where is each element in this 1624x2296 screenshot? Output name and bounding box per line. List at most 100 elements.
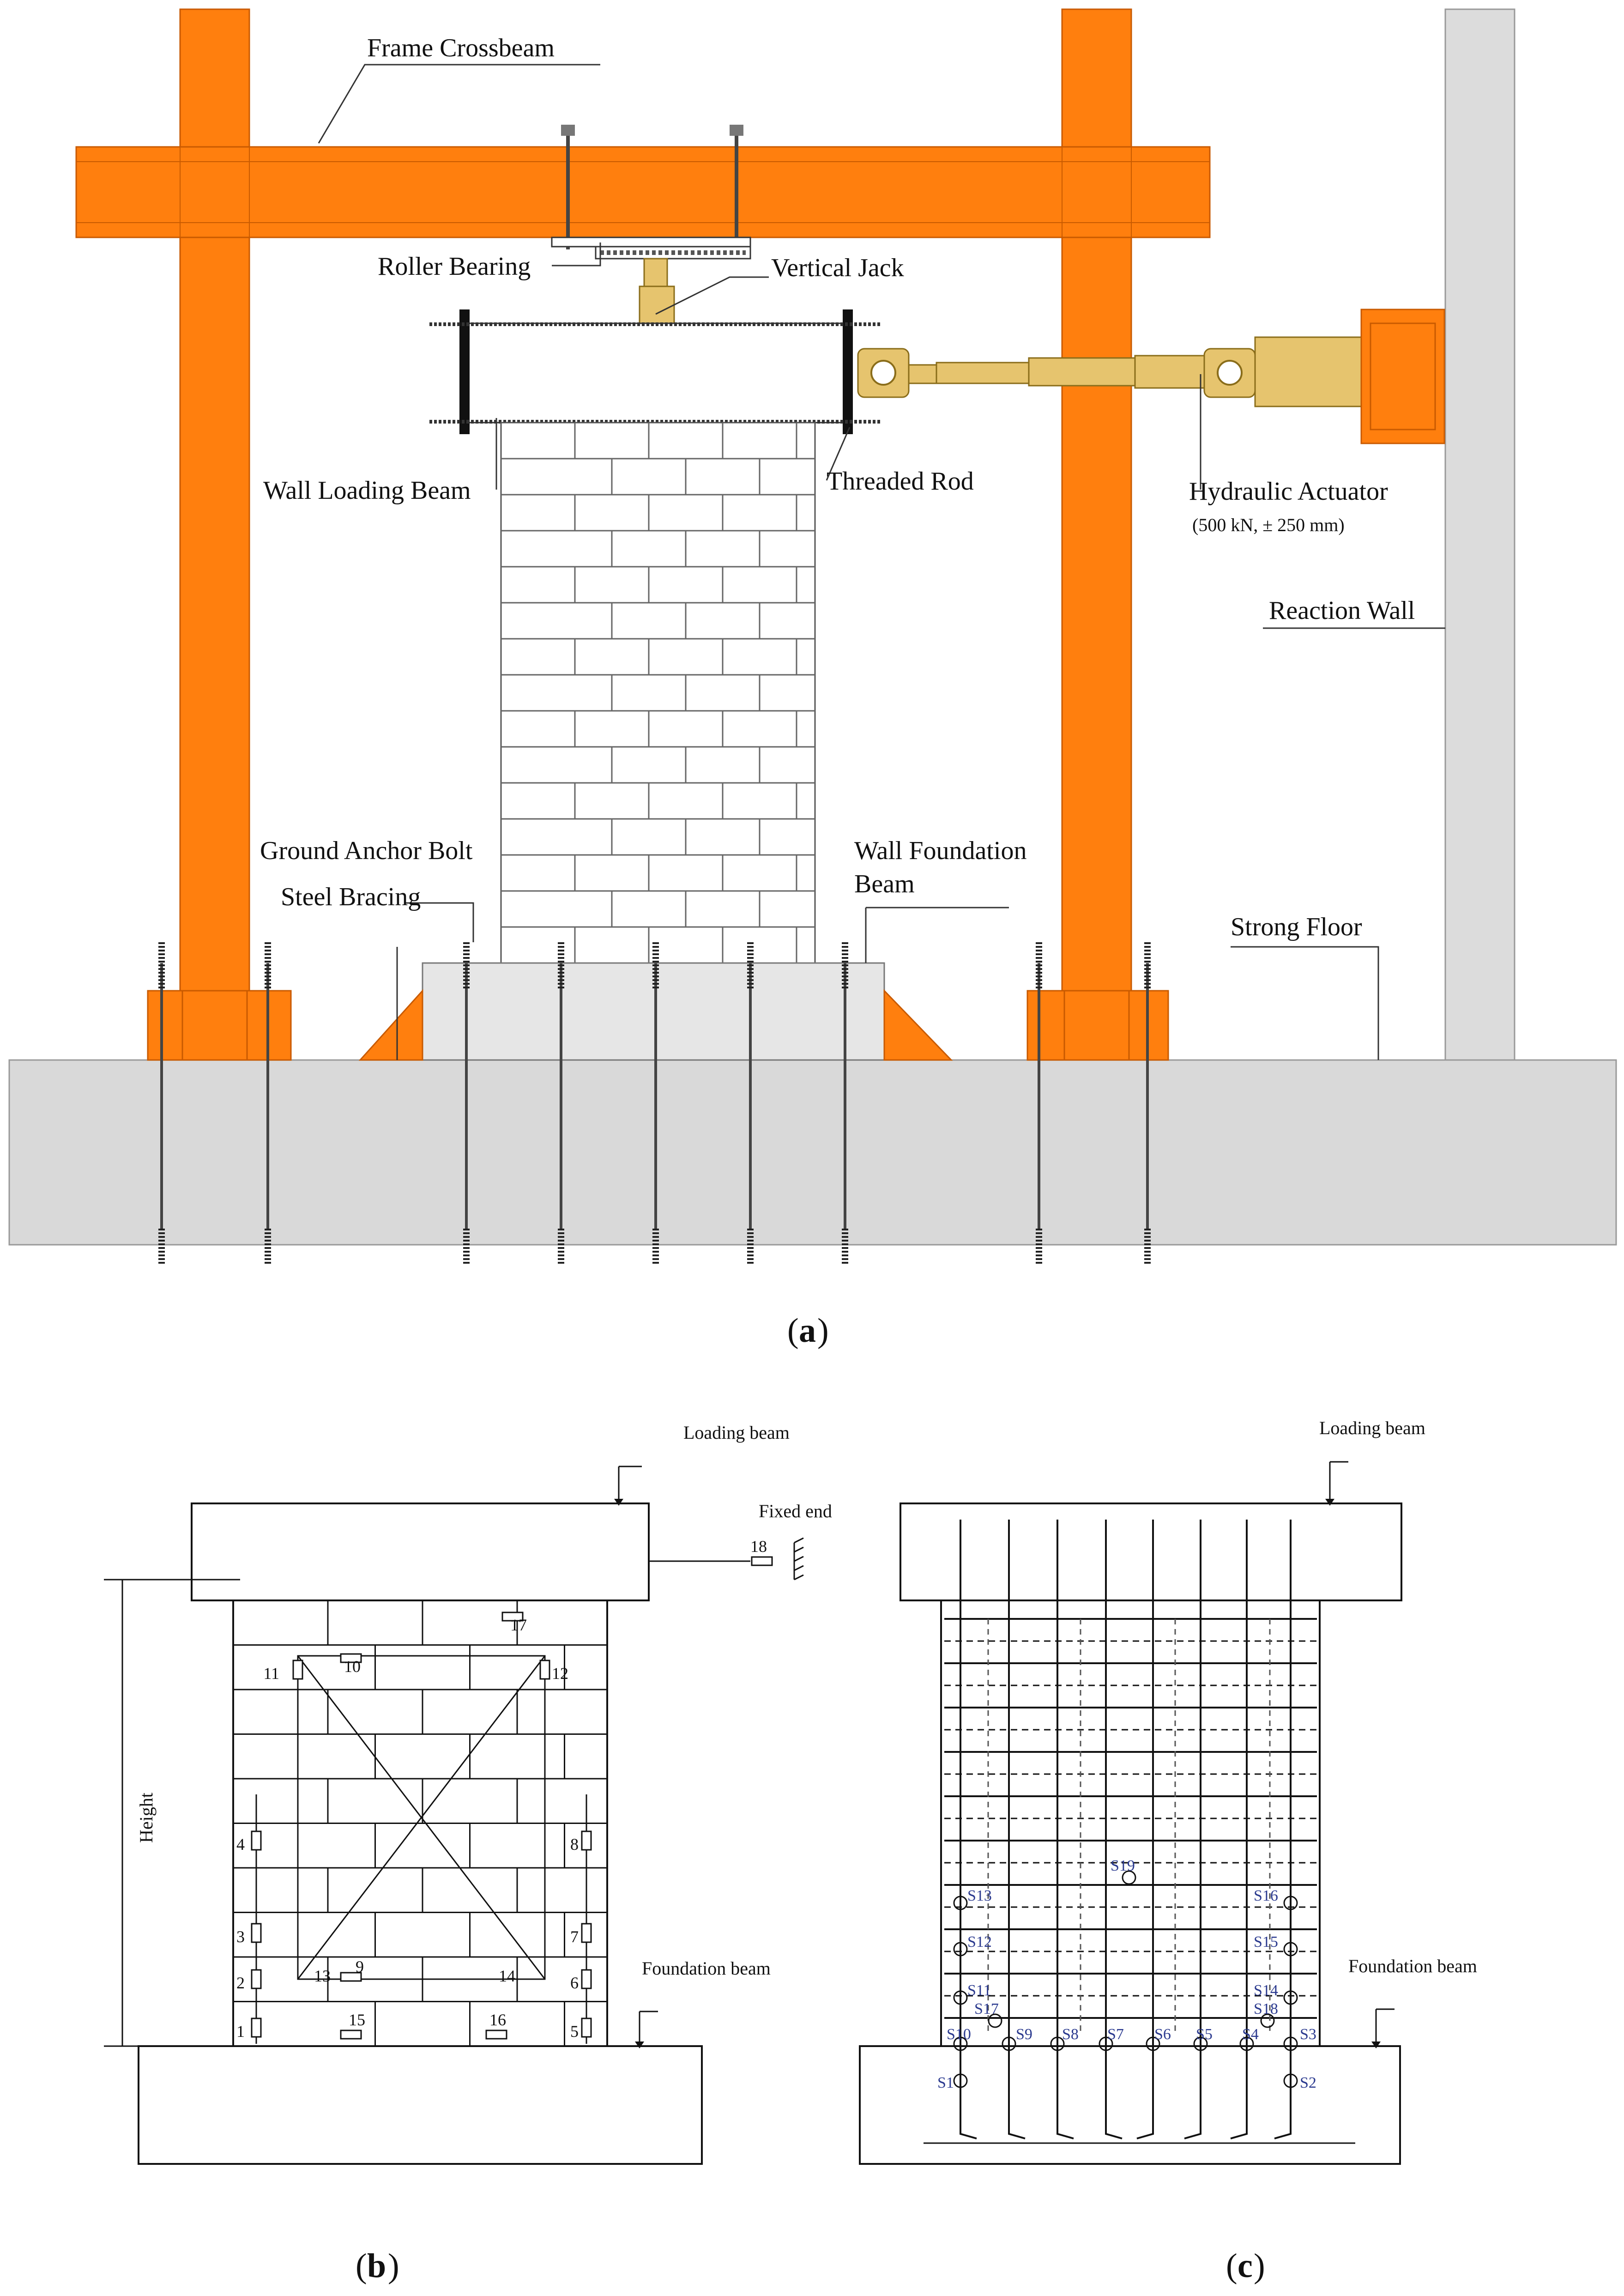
- strain-gauge: [1193, 2036, 1208, 2051]
- longitudinal-rebar: [1184, 1520, 1201, 2139]
- gauge-label: S18: [1254, 2000, 1278, 2017]
- wall-foundation-beam: [422, 962, 885, 1061]
- displacement-sensor: [292, 1660, 303, 1680]
- longitudinal-rebar: [1057, 1520, 1074, 2139]
- gauge-label: S19: [1111, 1857, 1135, 1874]
- sensor-label: 18: [750, 1537, 767, 1556]
- longitudinal-rebar: [1105, 1520, 1123, 2139]
- longitudinal-rebar: [1274, 1520, 1292, 2139]
- label-ground-anchor-bolt: Ground Anchor Bolt: [260, 836, 473, 865]
- caption-c-close: ): [1254, 2247, 1265, 2285]
- diagonal-gauges: [297, 1655, 546, 1980]
- sensor-label: 8: [570, 1835, 579, 1854]
- gauge-label: S3: [1300, 2026, 1316, 2043]
- roller-bearing: [551, 236, 751, 260]
- arrow-foundation-b: [635, 2042, 644, 2048]
- sensor-label: 14: [499, 1967, 515, 1985]
- label-wall-loading-beam: Wall Loading Beam: [263, 476, 471, 505]
- caption-c: c: [1238, 2247, 1253, 2285]
- displacement-sensor: [501, 1611, 524, 1622]
- displacement-sensor: [340, 1653, 362, 1663]
- longitudinal-rebar: [960, 1520, 977, 2139]
- leader-lines: [318, 64, 1445, 1060]
- gauge-label: S15: [1254, 1933, 1278, 1951]
- caption-b-open: (: [356, 2247, 367, 2285]
- sensor-label: 7: [570, 1927, 579, 1946]
- sensor-label: 11: [263, 1664, 279, 1683]
- label-foundation-beam-c: Foundation beam: [1348, 1956, 1477, 1976]
- leaders-b: [104, 1466, 795, 2047]
- label-frame-crossbeam: Frame Crossbeam: [367, 34, 555, 62]
- sensor-label: 5: [570, 2022, 579, 2041]
- reaction-wall: [1444, 8, 1515, 1061]
- label-wall-foundation-beam-2: Beam: [854, 870, 915, 898]
- strain-gauge: [1283, 2036, 1298, 2051]
- gauge-label: S6: [1154, 2026, 1171, 2043]
- strain-gauge: [1239, 2036, 1254, 2051]
- strain-gauge: [1050, 2036, 1065, 2051]
- label-height: Height: [136, 1793, 157, 1843]
- caption-b: b: [367, 2247, 386, 2285]
- displacement-sensor: [581, 1969, 592, 1989]
- sensor-label: 6: [570, 1974, 579, 1992]
- reinforcement-grid: [924, 1520, 1355, 2144]
- gauge-label: S17: [974, 2000, 999, 2017]
- longitudinal-rebar: [1230, 1520, 1248, 2139]
- label-loading-beam-c: Loading beam: [1319, 1418, 1425, 1438]
- strain-gauge: [953, 1896, 968, 1910]
- sensor-label: 13: [314, 1967, 331, 1985]
- arrow-foundation-c: [1371, 2042, 1381, 2048]
- foundation-beam-c: [859, 2045, 1401, 2165]
- gauge-label: S12: [967, 1933, 992, 1951]
- label-steel-bracing: Steel Bracing: [281, 883, 421, 911]
- longitudinal-rebar: [1008, 1520, 1026, 2139]
- displacement-sensor: [340, 1972, 362, 1982]
- steel-bracing: [358, 989, 953, 1061]
- gauge-label: S10: [947, 2026, 971, 2043]
- caption-a: a: [799, 1312, 816, 1350]
- displacement-sensor: [581, 2017, 592, 2038]
- displacement-sensor: [581, 1830, 592, 1851]
- label-strong-floor: Strong Floor: [1231, 913, 1362, 941]
- strain-gauge: [953, 1990, 968, 2005]
- displacement-sensor: [485, 2029, 507, 2040]
- sensor-label: 12: [552, 1664, 568, 1683]
- leaders-c: [1329, 1461, 1395, 2046]
- label-hydraulic-actuator: Hydraulic Actuator: [1189, 477, 1388, 506]
- caption-a-close: ): [817, 1312, 829, 1350]
- gauge-label: S2: [1300, 2074, 1316, 2091]
- label-loading-beam-b: Loading beam: [683, 1422, 790, 1443]
- sensor-label: 17: [510, 1616, 527, 1634]
- gauge-label: S14: [1254, 1982, 1278, 1999]
- gauge-label: S7: [1107, 2026, 1124, 2043]
- strain-gauge: [953, 2036, 968, 2051]
- displacement-sensor: [581, 1923, 592, 1943]
- strong-floor: [8, 1059, 1617, 1246]
- sensor-label: 16: [489, 2011, 506, 2029]
- sensor-label: 3: [236, 1927, 245, 1946]
- strain-gauge: [1146, 2036, 1160, 2051]
- wall-c: [940, 1599, 1321, 2047]
- label-actuator-spec: (500 kN, ± 250 mm): [1192, 515, 1345, 535]
- gauge-label: S5: [1196, 2026, 1213, 2043]
- gauge-label: S1: [937, 2074, 954, 2091]
- figure-a: Frame Crossbeam Roller Bearing Vertical …: [8, 8, 1617, 1350]
- strain-gauge: [953, 2073, 968, 2088]
- displacement-sensor: [251, 2017, 262, 2038]
- masonry-wall: [500, 422, 816, 964]
- strain-gauge: [1260, 2013, 1275, 2028]
- sensor-label: 1: [236, 2022, 245, 2041]
- gauge-label: S16: [1254, 1887, 1278, 1904]
- gauge-label: S11: [967, 1982, 991, 1999]
- gauge-label: S13: [967, 1887, 992, 1904]
- gauge-label: S8: [1062, 2026, 1079, 2043]
- displacement-sensor: [539, 1660, 550, 1680]
- strain-gauge: [1283, 2073, 1298, 2088]
- strain-gauge: [1099, 2036, 1113, 2051]
- caption-b-close: ): [388, 2247, 399, 2285]
- displacement-sensor: [251, 1830, 262, 1851]
- displacement-sensor: [251, 1969, 262, 1989]
